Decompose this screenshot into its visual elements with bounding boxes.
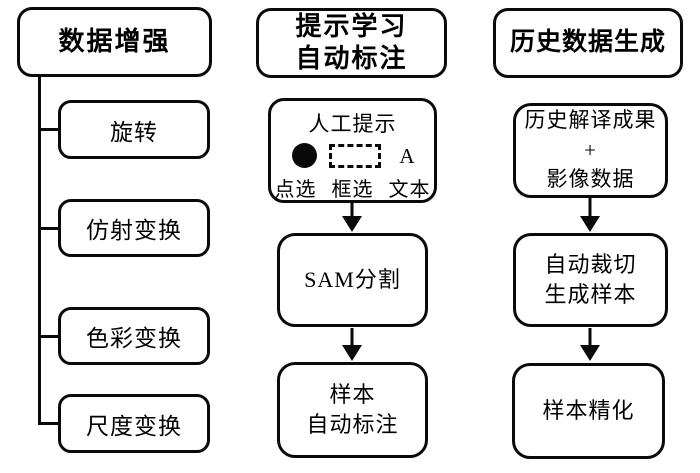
tree-stub-line (41, 227, 59, 230)
box-prompt-icon (329, 144, 381, 168)
color-transform-label: 色彩变换 (86, 326, 182, 351)
affine-transform-node: 仿射变换 (58, 199, 210, 257)
point-prompt-icon (292, 143, 317, 168)
arrow-down-icon (579, 328, 601, 361)
historical-data-header-label: 历史数据生成 (509, 29, 666, 57)
manual-prompt-title: 人工提示 (308, 112, 397, 136)
affine-transform-label: 仿射变换 (86, 218, 182, 243)
scale-transform-node: 尺度变换 (58, 394, 210, 453)
data-augmentation-header: 数据增强 (17, 7, 212, 77)
sample-auto-annotation-line1: 样本 (329, 382, 376, 408)
text-prompt-label: 文本 (388, 179, 431, 201)
auto-crop-line2: 生成样本 (544, 282, 637, 307)
text-prompt-glyph: A (399, 144, 415, 168)
arrow-head (580, 216, 600, 232)
sam-segmentation-label: SAM分割 (304, 267, 401, 293)
historical-source-line1: 历史解译成果 (524, 108, 657, 133)
tree-stub-line (41, 128, 59, 131)
arrow-shaft (350, 328, 354, 349)
historical-source-line2: + (584, 137, 597, 162)
box-prompt-label: 框选 (331, 179, 374, 201)
arrow-shaft (350, 203, 354, 220)
sample-refinement-label: 样本精化 (542, 398, 635, 424)
sam-segmentation-node: SAM分割 (277, 233, 428, 327)
auto-crop-line1: 自动裁切 (544, 252, 637, 278)
arrow-head (342, 216, 362, 232)
sample-auto-annotation-node: 样本 自动标注 (277, 362, 428, 458)
arrow-down-icon (579, 198, 601, 232)
data-augmentation-header-label: 数据增强 (58, 26, 171, 56)
tree-stub-line (41, 335, 59, 338)
prompt-learning-header-line2: 自动标注 (295, 44, 408, 73)
prompt-type-labels: 点选 框选 文本 (271, 173, 434, 202)
arrow-head (580, 345, 600, 361)
historical-source-node: 历史解译成果 + 影像数据 (513, 103, 668, 198)
historical-data-header: 历史数据生成 (493, 8, 683, 78)
manual-prompt-node: 人工提示 A 点选 框选 文本 (268, 98, 437, 203)
arrow-down-icon (341, 203, 363, 232)
arrow-shaft (588, 328, 592, 349)
arrow-down-icon (341, 328, 363, 361)
auto-crop-node: 自动裁切 生成样本 (513, 233, 668, 327)
point-prompt-label: 点选 (274, 179, 317, 201)
prompt-learning-header-line1: 提示学习 (295, 11, 408, 41)
sample-auto-annotation-line2: 自动标注 (306, 412, 399, 437)
prompt-learning-header: 提示学习 自动标注 (256, 8, 447, 78)
arrow-head (342, 345, 362, 361)
rotation-node: 旋转 (58, 100, 210, 159)
sample-refinement-node: 样本精化 (512, 363, 665, 459)
rotation-label: 旋转 (110, 119, 158, 145)
color-transform-node: 色彩变换 (58, 307, 210, 365)
historical-source-line3: 影像数据 (546, 167, 635, 192)
tree-trunk-line (38, 77, 41, 425)
arrow-shaft (588, 198, 592, 220)
scale-transform-label: 尺度变换 (86, 413, 182, 439)
tree-stub-line (41, 422, 59, 425)
